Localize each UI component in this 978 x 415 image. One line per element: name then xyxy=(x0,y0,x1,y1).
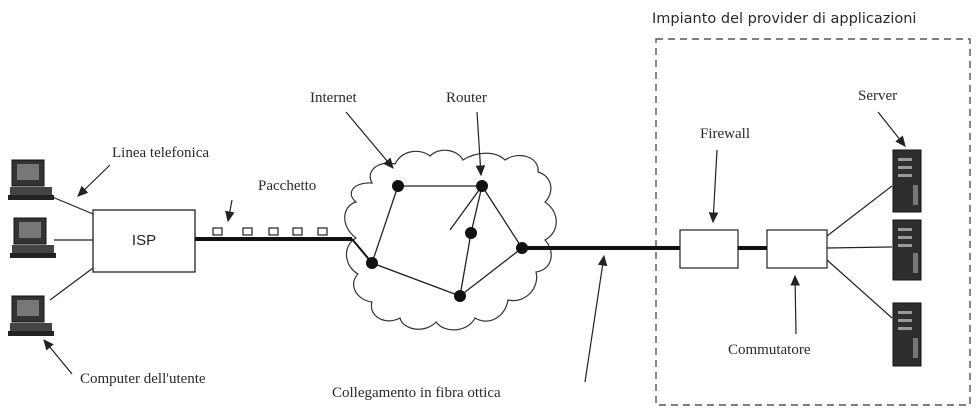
provider-title: Impianto del provider di applicazioni xyxy=(652,11,917,27)
server-icon xyxy=(892,219,922,281)
label-internet: Internet xyxy=(310,90,357,106)
router-node-icon xyxy=(465,227,477,239)
isp-internet-link-entry xyxy=(351,238,373,264)
user-computer-icon xyxy=(8,295,54,336)
router-node-icon xyxy=(454,290,466,302)
firewall-box xyxy=(679,229,739,269)
packet-icon xyxy=(268,227,279,236)
label-server: Server xyxy=(858,88,898,104)
user-computer-icon xyxy=(10,217,56,258)
server-icon xyxy=(892,302,922,367)
provider-boundary xyxy=(655,38,971,406)
label-pacchetto: Pacchetto xyxy=(258,178,317,194)
label-commutatore: Commutatore xyxy=(728,342,811,358)
label-collegamento-fibra: Collegamento in fibra ottica xyxy=(332,385,501,401)
label-router: Router xyxy=(446,90,487,106)
switch-server-links xyxy=(826,185,893,319)
packet-icon xyxy=(292,227,303,236)
label-linea-telefonica: Linea telefonica xyxy=(112,145,210,161)
computer-isp-links xyxy=(49,195,94,301)
packet-icon xyxy=(242,227,253,236)
commutatore-box xyxy=(766,229,828,269)
packet-icon xyxy=(212,227,223,236)
annotation-arrows xyxy=(43,111,906,383)
label-firewall: Firewall xyxy=(700,126,750,142)
label-computer-utente: Computer dell'utente xyxy=(80,371,206,387)
isp-label: ISP xyxy=(131,232,157,249)
router-links xyxy=(371,185,523,297)
server-icon xyxy=(892,149,922,213)
router-node-icon xyxy=(476,180,488,192)
packets xyxy=(212,227,328,236)
isp-box xyxy=(92,209,196,273)
internet-cloud xyxy=(344,149,557,331)
packet-icon xyxy=(317,227,328,236)
router-node-icon xyxy=(392,180,404,192)
user-computer-icon xyxy=(8,159,54,200)
